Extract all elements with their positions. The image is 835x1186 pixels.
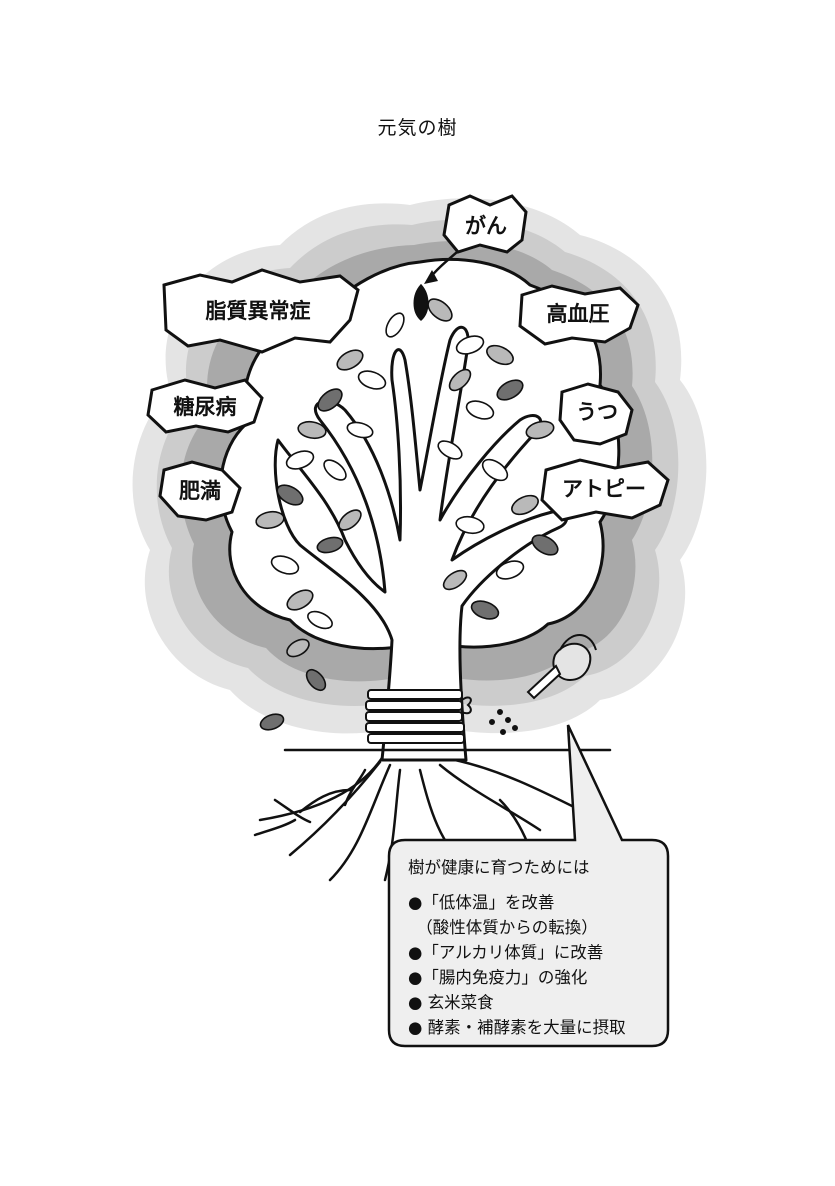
callout-item: （酸性体質からの転換） — [408, 918, 598, 937]
disease-label-depression: うつ — [576, 400, 618, 424]
callout-item: ●「アルカリ体質」に改善 — [408, 943, 603, 962]
disease-label-dyslipidemia: 脂質異常症 — [206, 299, 311, 323]
disease-label-hypertension: 高血圧 — [547, 302, 610, 326]
trunk-rope — [365, 689, 472, 744]
tree-trunk — [273, 326, 568, 762]
disease-label-obesity: 肥満 — [179, 479, 221, 503]
disease-label-diabetes: 糖尿病 — [174, 395, 237, 419]
disease-bubbles — [146, 194, 670, 522]
page-title: 元気の樹 — [377, 117, 458, 139]
callout-box — [387, 724, 670, 1048]
roots — [253, 748, 612, 882]
callout-item: ● 玄米菜食 — [408, 993, 494, 1012]
leaves — [255, 298, 559, 731]
callout-item: ● 酵素・補酵素を大量に摂取 — [408, 1018, 626, 1037]
callout-heading: 樹が健康に育つためには — [408, 858, 590, 877]
disease-label-atopy: アトピー — [562, 477, 646, 501]
watering-can — [489, 634, 597, 735]
disease-label-cancer: がん — [465, 214, 507, 238]
callout-item: ●「腸内免疫力」の強化 — [408, 968, 587, 987]
callout-item: ●「低体温」を改善 — [408, 893, 554, 912]
